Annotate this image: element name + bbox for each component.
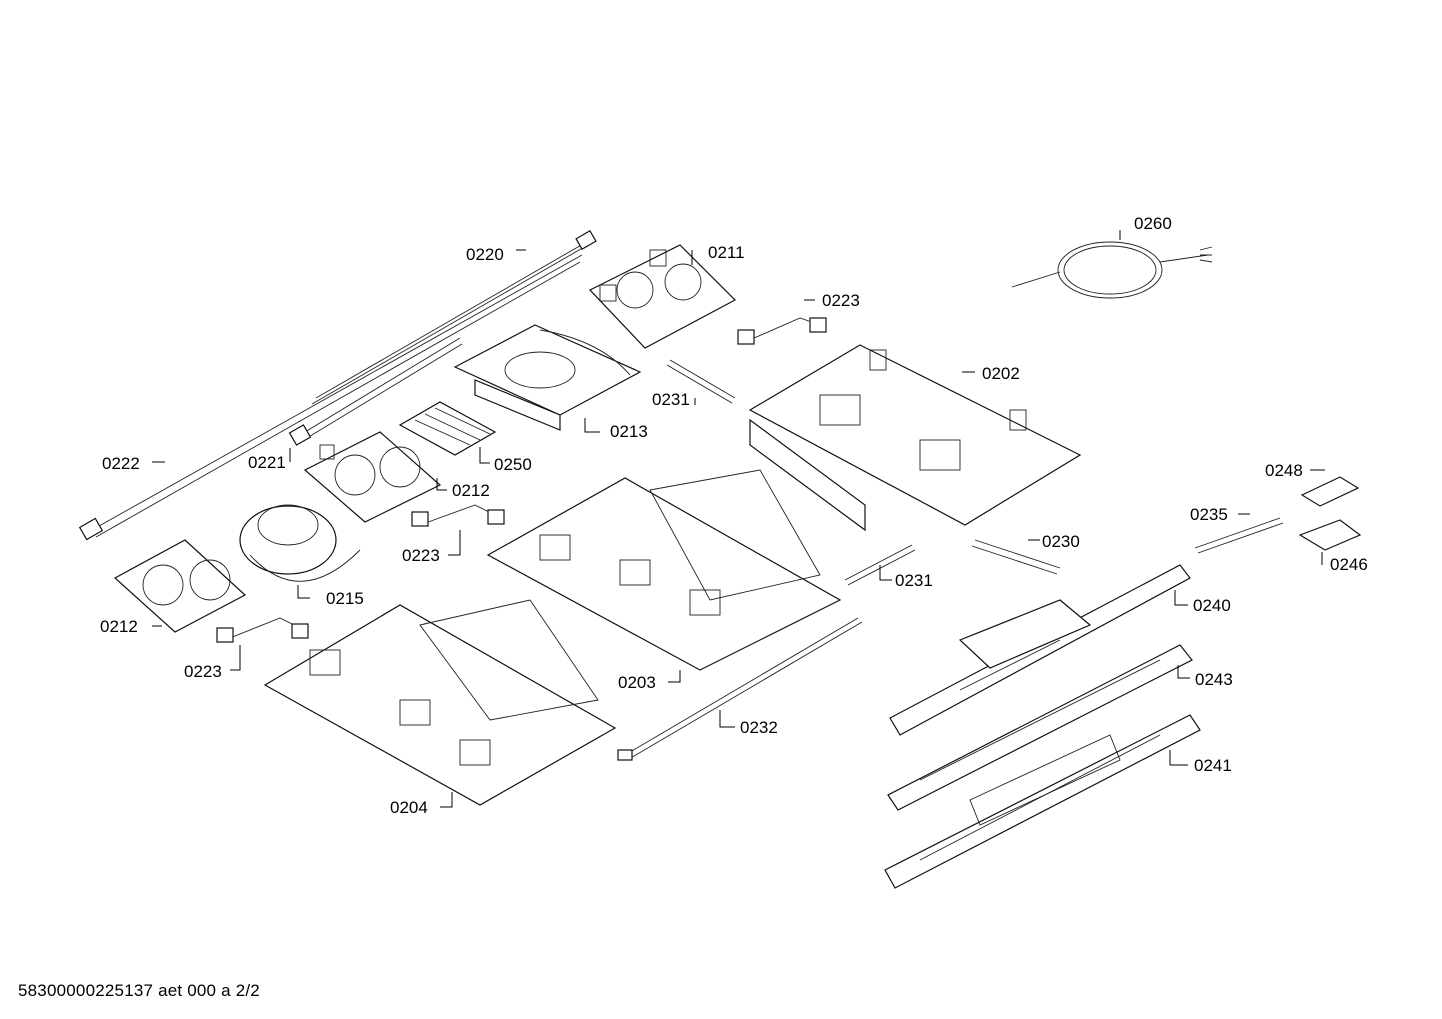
callout-0223: 0223 <box>822 291 860 310</box>
callout-0204: 0204 <box>390 798 428 817</box>
part-0250-terminal <box>398 401 497 456</box>
part-0211-filter-board <box>589 244 736 349</box>
callout-0211: 0211 <box>708 243 745 262</box>
callout-0230: 0230 <box>1042 532 1080 551</box>
part-0248-plate <box>1300 476 1360 507</box>
part-0260-power-cable <box>1011 241 1213 299</box>
callout-0235: 0235 <box>1190 505 1228 524</box>
callout-0203: 0203 <box>618 673 656 692</box>
part-0204-power-board <box>263 599 617 806</box>
part-0221-cable <box>288 337 463 446</box>
callout-0231: 0231 <box>652 390 690 409</box>
callout-0202: 0202 <box>982 364 1020 383</box>
part-0212-filter-board-b <box>113 539 247 633</box>
part-0223-cable-b <box>411 504 505 527</box>
callout-0223: 0223 <box>184 662 222 681</box>
callout-0215: 0215 <box>326 589 364 608</box>
part-0243-carrier <box>887 644 1193 811</box>
callout-0223: 0223 <box>402 546 440 565</box>
part-0241-frame <box>884 714 1201 889</box>
part-0222-cable <box>78 254 583 541</box>
part-0215-fan <box>239 504 361 582</box>
part-0213-coil <box>453 324 642 431</box>
part-0232-cable <box>617 617 863 761</box>
callout-0246: 0246 <box>1330 555 1368 574</box>
part-0223-cable-c <box>216 617 309 643</box>
callout-0241: 0241 <box>1194 756 1232 775</box>
callout-0250: 0250 <box>494 455 532 474</box>
callout-0240: 0240 <box>1193 596 1231 615</box>
callout-0212: 0212 <box>452 481 490 500</box>
callout-0213: 0213 <box>610 422 648 441</box>
callout-leaders <box>152 230 1325 808</box>
part-0235-cable <box>1194 517 1284 554</box>
part-0203-power-board <box>486 469 842 671</box>
part-0246-clip <box>1298 519 1362 551</box>
part-0230-cable <box>971 539 1061 575</box>
callout-0221: 0221 <box>248 453 286 472</box>
callout-0222: 0222 <box>102 454 140 473</box>
callout-0248: 0248 <box>1265 461 1303 480</box>
callout-0243: 0243 <box>1195 670 1233 689</box>
callout-0212: 0212 <box>100 617 138 636</box>
part-0240-control-board <box>889 564 1191 736</box>
part-0202-power-board <box>748 344 1082 532</box>
part-0220-cable <box>311 229 597 405</box>
callout-0232: 0232 <box>740 718 778 737</box>
callout-0260: 0260 <box>1134 214 1172 233</box>
part-0231-cable-b <box>844 544 916 586</box>
part-0231-cable-a <box>666 359 736 404</box>
callout-0231: 0231 <box>895 571 933 590</box>
callout-0220: 0220 <box>466 245 504 264</box>
callout-labels: 0260 0220 0211 0223 0202 0231 0213 0222 … <box>100 214 1368 817</box>
part-0212-filter-board-a <box>303 431 442 523</box>
document-id: 58300000225137 aet 000 a 2/2 <box>18 981 260 1000</box>
part-0223-cable-a <box>737 317 827 345</box>
